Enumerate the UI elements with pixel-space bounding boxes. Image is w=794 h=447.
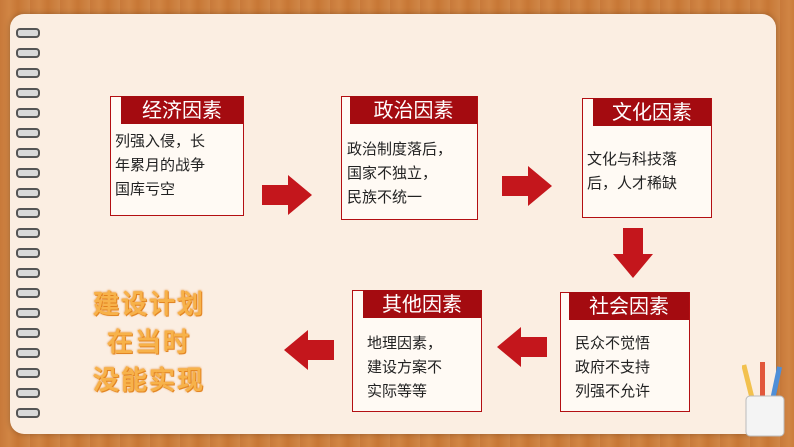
binder-ring-icon [16,28,40,38]
binder-ring-icon [16,188,40,198]
text-line: 地理因素， [367,334,443,352]
binder-ring-icon [16,48,40,58]
arrow-right-icon [502,166,552,206]
text-line: 建设方案不 [367,358,443,376]
arrow-left-icon [284,330,334,370]
binder-ring-icon [16,308,40,318]
binder-ring-icon [16,148,40,158]
text-line: 政治制度落后， [347,140,453,158]
text-line: 国库亏空 [115,180,176,198]
binder-ring-icon [16,368,40,378]
pencil-cup-icon [742,362,785,437]
text-line: 年累月的战争 [115,156,206,174]
binder-ring-icon [16,88,40,98]
other-factor-text: 地理因素， 建设方案不 实际等等 [367,331,442,403]
conclusion-text: 建设计划 在当时 没能实现 [74,286,224,400]
other-factor-title: 其他因素 [363,290,481,318]
arrow-right-icon [262,175,312,215]
text-line: 列强不允许 [575,382,651,400]
binder-ring-icon [16,208,40,218]
arrow-down-icon [613,228,653,278]
social-factor-title: 社会因素 [569,292,689,320]
binder-ring-icon [16,268,40,278]
binder-ring-icon [16,168,40,178]
text-line: 国家不独立， [347,164,438,182]
binder-ring-icon [16,288,40,298]
political-factor-title: 政治因素 [350,96,477,124]
conclusion-line: 在当时 [106,328,191,358]
political-factor-box: 政治因素 政治制度落后， 国家不独立， 民族不统一 [341,96,478,220]
conclusion-line: 没能实现 [92,366,205,396]
binder-ring-icon [16,68,40,78]
cultural-factor-title: 文化因素 [593,98,711,126]
binder-ring-icon [16,348,40,358]
political-factor-text: 政治制度落后， 国家不独立， 民族不统一 [347,137,452,209]
social-factor-text: 民众不觉悟 政府不支持 列强不允许 [575,331,650,403]
text-line: 后，人才稀缺 [587,174,678,192]
text-line: 列强入侵，长 [115,132,206,150]
cultural-factor-text: 文化与科技落 后，人才稀缺 [587,147,677,195]
text-line: 文化与科技落 [587,150,678,168]
conclusion-line: 建设计划 [92,290,205,320]
binder-ring-icon [16,408,40,418]
text-line: 政府不支持 [575,358,651,376]
text-line: 实际等等 [367,382,428,400]
arrow-left-icon [497,327,547,367]
social-factor-box: 社会因素 民众不觉悟 政府不支持 列强不允许 [560,292,690,412]
binder-ring-icon [16,388,40,398]
binder-ring-icon [16,128,40,138]
binder-ring-icon [16,228,40,238]
economic-factor-box: 经济因素 列强入侵，长 年累月的战争 国库亏空 [110,96,244,216]
text-line: 民众不觉悟 [575,334,651,352]
cultural-factor-box: 文化因素 文化与科技落 后，人才稀缺 [582,98,712,218]
economic-factor-text: 列强入侵，长 年累月的战争 国库亏空 [115,129,205,201]
other-factor-box: 其他因素 地理因素， 建设方案不 实际等等 [352,290,482,412]
text-line: 民族不统一 [347,188,423,206]
binder-ring-icon [16,108,40,118]
economic-factor-title: 经济因素 [121,96,243,124]
binder-ring-icon [16,328,40,338]
binder-ring-icon [16,248,40,258]
